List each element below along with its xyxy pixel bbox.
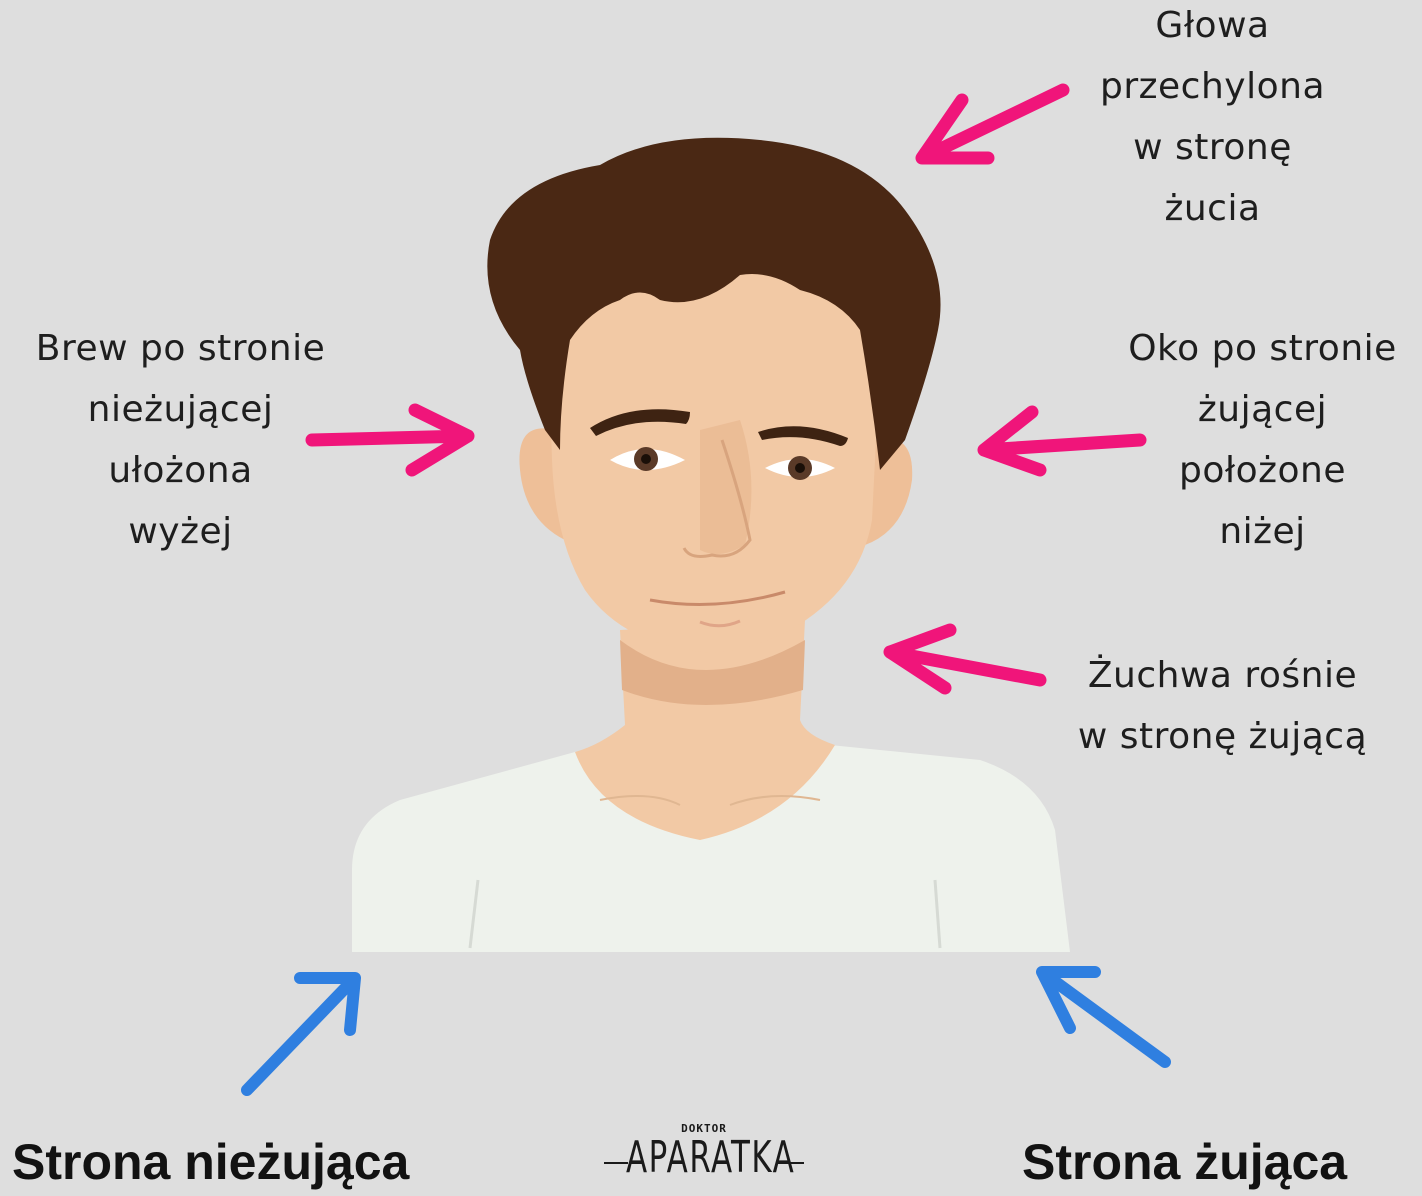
side-label-chewing: Strona żująca (1022, 1134, 1348, 1190)
right-ear (865, 438, 913, 545)
label-head-tilt: Głowa przechylona w stronę żucia (1080, 0, 1345, 239)
arrow-jaw (883, 623, 1047, 695)
label-line: Oko po stronie (1128, 328, 1397, 369)
label-line: nieżującej (87, 389, 274, 430)
arrow-eye (977, 405, 1147, 477)
label-brow: Brew po stronie nieżującej ułożona wyżej (8, 318, 353, 562)
arrow-non-chewing-side (241, 972, 361, 1096)
arrow-head-tilt (915, 83, 1070, 165)
logo-line-left (604, 1162, 628, 1164)
label-line: położone (1178, 450, 1347, 491)
shirt-fold-left (468, 879, 480, 949)
logo-big-text: APARATKA (626, 1132, 796, 1183)
mouth (649, 590, 786, 606)
neck-shadow (620, 640, 805, 705)
arrow-brow (305, 403, 475, 477)
arrow-chewing-side (1036, 966, 1171, 1068)
left-eyebrow (590, 409, 690, 436)
label-line: Żuchwa rośnie (1087, 655, 1358, 696)
label-line: żucia (1164, 188, 1261, 229)
label-line: niżej (1219, 511, 1306, 552)
label-line: żującej (1197, 389, 1328, 430)
logo-small-text: DOKTOR (681, 1122, 727, 1135)
left-pupil (641, 454, 651, 464)
shirt (352, 734, 1070, 952)
label-line: Głowa (1155, 5, 1270, 46)
collarbone (599, 795, 821, 806)
logo-line-right (780, 1162, 804, 1164)
face-shade (700, 420, 752, 554)
label-line: przechylona (1099, 66, 1325, 107)
side-label-non-chewing: Strona nieżująca (12, 1134, 410, 1190)
hair (487, 137, 941, 470)
lower-lip (699, 619, 741, 628)
nose (682, 439, 752, 558)
label-line: ułożona (108, 450, 253, 491)
right-eyebrow (758, 426, 848, 446)
right-pupil (795, 463, 805, 473)
label-jaw: Żuchwa rośnie w stronę żującą (1050, 645, 1395, 767)
label-line: wyżej (128, 511, 233, 552)
label-line: w stronę żującą (1077, 716, 1368, 757)
label-line: Brew po stronie (35, 328, 326, 369)
shirt-fold-right (933, 879, 942, 949)
label-line: w stronę (1133, 127, 1292, 168)
logo: DOKTOR APARATKA (604, 1118, 804, 1196)
label-eye: Oko po stronie żującej położone niżej (1105, 318, 1420, 562)
